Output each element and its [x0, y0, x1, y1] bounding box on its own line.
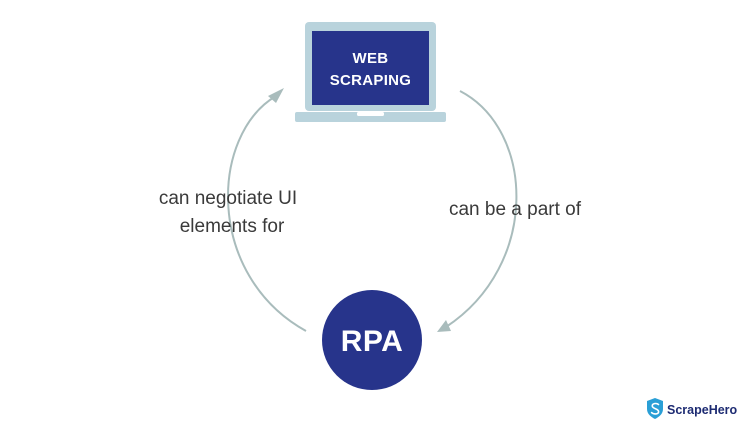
rpa-label: RPA — [341, 325, 404, 358]
arrowhead-rpa — [437, 320, 451, 332]
laptop-screen — [312, 31, 429, 105]
rpa-node — [322, 290, 422, 390]
laptop-title-line1: WEB — [353, 50, 389, 67]
edge-label-left-line1: can negotiate UI — [159, 188, 297, 209]
arrowhead-laptop — [268, 88, 284, 103]
laptop-icon — [295, 22, 446, 122]
arrow-laptop-to-rpa — [445, 90, 518, 328]
brand-name: ScrapeHero — [667, 403, 738, 417]
arrow-rpa-to-laptop — [227, 95, 307, 332]
laptop-base — [295, 112, 446, 122]
laptop-title-line2: SCRAPING — [330, 72, 412, 89]
shield-s-icon — [647, 398, 663, 419]
edge-label-right: can be a part of — [449, 199, 582, 220]
edge-label-left-line2: elements for — [180, 216, 285, 237]
laptop-notch — [357, 112, 384, 116]
